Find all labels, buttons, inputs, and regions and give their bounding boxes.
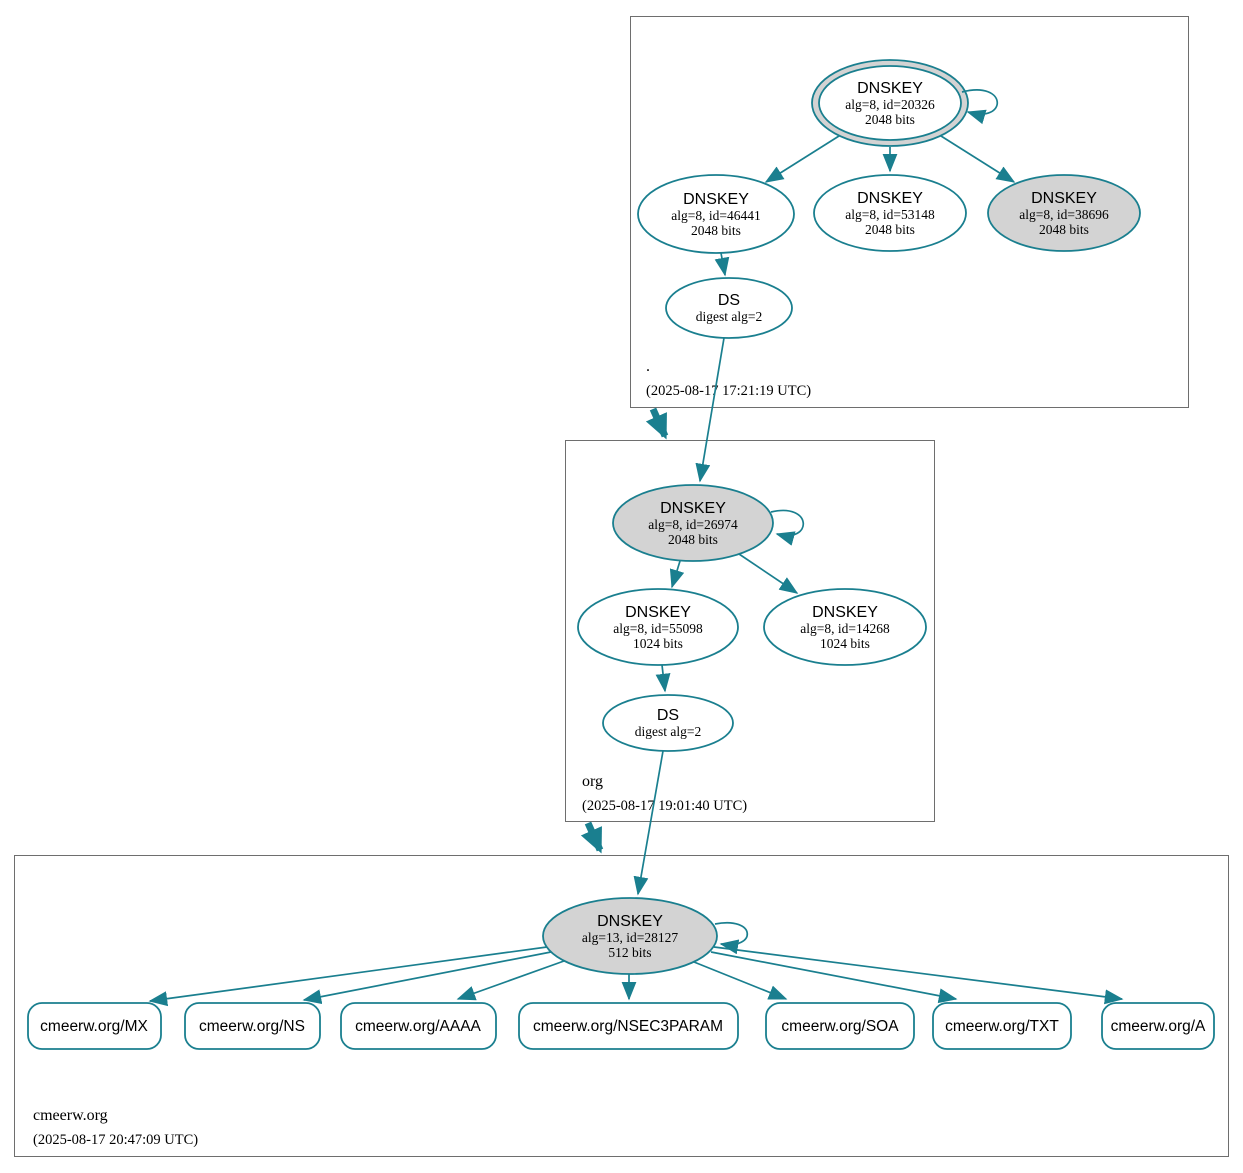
edge-org-ds-to-cmeerw-ksk bbox=[633, 750, 664, 896]
zone-box-root bbox=[630, 16, 1189, 408]
edge-cmeerw-ksk-selfloop bbox=[714, 921, 749, 955]
node-detail: alg=8, id=14268 bbox=[800, 621, 890, 636]
node-title: DNSKEY bbox=[812, 604, 878, 621]
node-title: DS bbox=[657, 707, 679, 724]
edge-root-ksk-to-zsk1 bbox=[764, 135, 840, 183]
node-detail: alg=8, id=20326 bbox=[845, 97, 935, 112]
zone-box-cmeerw bbox=[14, 855, 1229, 1157]
rrset-node-nsec3param: cmeerw.org/NSEC3PARAM bbox=[518, 1002, 739, 1050]
node-detail: alg=8, id=46441 bbox=[671, 208, 760, 223]
rrset-node-soa: cmeerw.org/SOA bbox=[765, 1002, 915, 1050]
rrset-label: cmeerw.org/MX bbox=[40, 1018, 148, 1035]
edge-root-ksk-to-ksk2 bbox=[940, 135, 1016, 183]
node-detail: 2048 bits bbox=[668, 532, 718, 547]
rrset-node-aaaa: cmeerw.org/AAAA bbox=[340, 1002, 497, 1050]
node-title: DNSKEY bbox=[857, 190, 923, 207]
rrset-node-mx: cmeerw.org/MX bbox=[27, 1002, 162, 1050]
rrset-label: cmeerw.org/AAAA bbox=[355, 1018, 481, 1035]
zone-timestamp-root: (2025-08-17 17:21:19 UTC) bbox=[646, 383, 811, 399]
node-detail: 1024 bits bbox=[633, 636, 683, 651]
ds-node-root: DS digest alg=2 bbox=[665, 277, 793, 339]
node-detail: 2048 bits bbox=[865, 222, 915, 237]
rrset-label: cmeerw.org/A bbox=[1111, 1018, 1206, 1035]
node-title: DNSKEY bbox=[625, 604, 691, 621]
edge-cmeerw-ksk-to-aaaa bbox=[456, 960, 565, 1001]
dnskey-node-org-zsk2: DNSKEY alg=8, id=14268 1024 bits bbox=[763, 588, 927, 666]
zone-label-cmeerw: cmeerw.org bbox=[33, 1107, 108, 1124]
edge-delegation-org-to-cmeerw bbox=[580, 821, 604, 854]
edge-root-ksk-selfloop bbox=[961, 89, 999, 125]
edge-cmeerw-ksk-to-a bbox=[713, 946, 1124, 1005]
rrset-label: cmeerw.org/SOA bbox=[781, 1018, 899, 1035]
zone-box-org bbox=[565, 440, 935, 822]
dnskey-node-root-ksk2: DNSKEY alg=8, id=38696 2048 bits bbox=[987, 174, 1141, 252]
node-title: DNSKEY bbox=[1031, 190, 1097, 207]
edge-cmeerw-ksk-to-ns bbox=[302, 951, 552, 1005]
edge-org-ksk-to-zsk1 bbox=[669, 560, 685, 589]
edge-root-ds-to-org-ksk bbox=[695, 337, 725, 483]
dnskey-node-cmeerw-ksk: DNSKEY alg=13, id=28127 512 bits bbox=[542, 897, 718, 975]
node-detail: alg=8, id=55098 bbox=[613, 621, 703, 636]
node-detail: alg=8, id=38696 bbox=[1019, 207, 1109, 222]
zone-timestamp-org: (2025-08-17 19:01:40 UTC) bbox=[582, 798, 747, 814]
diagram-edges bbox=[148, 89, 1124, 1007]
edge-root-zsk1-to-ds bbox=[714, 252, 730, 277]
dnskey-node-org-ksk: DNSKEY alg=8, id=26974 2048 bits bbox=[612, 484, 774, 562]
dnskey-node-root-zsk2: DNSKEY alg=8, id=53148 2048 bits bbox=[813, 174, 967, 252]
node-detail: 1024 bits bbox=[820, 636, 870, 651]
ds-node-org: DS digest alg=2 bbox=[602, 694, 734, 752]
rrset-node-txt: cmeerw.org/TXT bbox=[932, 1002, 1072, 1050]
zone-label-root: . bbox=[646, 358, 650, 375]
rrset-label: cmeerw.org/TXT bbox=[945, 1018, 1059, 1035]
edge-org-ksk-selfloop bbox=[770, 509, 805, 546]
node-title: DNSKEY bbox=[857, 80, 923, 97]
node-title: DNSKEY bbox=[683, 191, 749, 208]
zone-timestamp-cmeerw: (2025-08-17 20:47:09 UTC) bbox=[33, 1132, 198, 1148]
rrset-label: cmeerw.org/NSEC3PARAM bbox=[533, 1018, 723, 1035]
node-detail: 2048 bits bbox=[691, 223, 741, 238]
node-detail: 512 bits bbox=[608, 945, 651, 960]
node-detail: alg=8, id=53148 bbox=[845, 207, 935, 222]
node-detail: alg=8, id=26974 bbox=[648, 517, 738, 532]
node-detail: 2048 bits bbox=[865, 112, 915, 127]
node-detail: digest alg=2 bbox=[635, 724, 701, 739]
edge-delegation-root-to-org bbox=[645, 407, 669, 440]
edge-org-zsk1-to-ds bbox=[655, 664, 671, 693]
zone-label-org: org bbox=[582, 773, 603, 790]
node-detail: digest alg=2 bbox=[696, 309, 762, 324]
node-detail: alg=13, id=28127 bbox=[582, 930, 678, 945]
rrset-node-a: cmeerw.org/A bbox=[1101, 1002, 1215, 1050]
node-title: DS bbox=[718, 292, 740, 309]
node-detail: 2048 bits bbox=[1039, 222, 1089, 237]
edge-cmeerw-ksk-to-txt bbox=[710, 951, 958, 1004]
dnskey-node-root-zsk1: DNSKEY alg=8, id=46441 2048 bits bbox=[637, 174, 795, 254]
dnskey-node-org-zsk1: DNSKEY alg=8, id=55098 1024 bits bbox=[577, 588, 739, 666]
rrset-node-ns: cmeerw.org/NS bbox=[184, 1002, 321, 1050]
rrset-label: cmeerw.org/NS bbox=[199, 1018, 305, 1035]
node-title: DNSKEY bbox=[597, 913, 663, 930]
edge-cmeerw-ksk-to-soa bbox=[693, 961, 788, 1000]
edge-cmeerw-ksk-to-mx bbox=[148, 946, 548, 1007]
edge-org-ksk-to-zsk2 bbox=[738, 553, 799, 594]
node-title: DNSKEY bbox=[660, 500, 726, 517]
dnskey-node-root-ksk: DNSKEY alg=8, id=20326 2048 bits bbox=[811, 59, 969, 147]
